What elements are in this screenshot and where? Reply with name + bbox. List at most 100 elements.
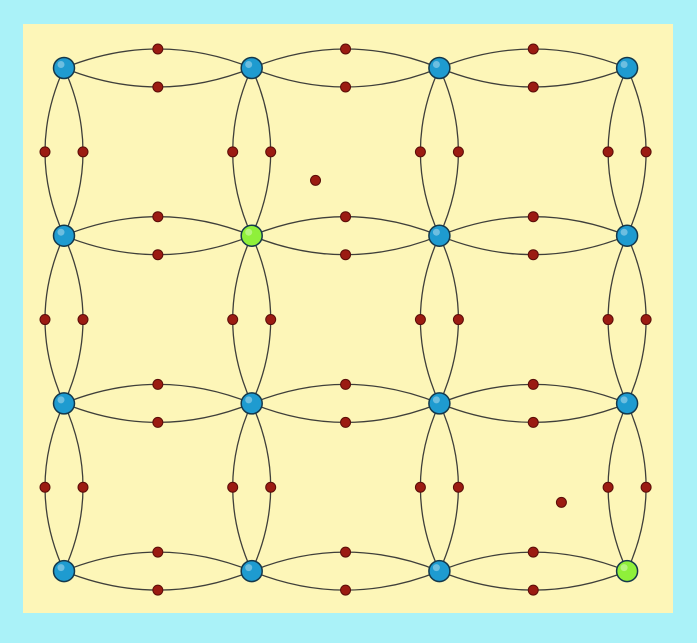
midpoint-h-r1-c0-1[interactable] bbox=[152, 249, 164, 261]
vertex-highlight bbox=[432, 396, 440, 404]
vertex-disc bbox=[428, 392, 451, 415]
midpoint-h-r2-c0-1[interactable] bbox=[152, 416, 164, 428]
midpoint-h-r1-c1-1[interactable] bbox=[340, 249, 352, 261]
midpoint-v-c1-r2-1[interactable] bbox=[265, 481, 277, 493]
vertex-r1-c3[interactable] bbox=[615, 224, 639, 247]
vertex-disc bbox=[52, 559, 76, 583]
midpoint-v-c2-r1-0[interactable] bbox=[414, 314, 426, 326]
vertex-layer bbox=[52, 56, 639, 583]
vertex-highlight bbox=[245, 564, 253, 572]
vertex-highlight bbox=[57, 61, 65, 68]
vertex-highlight bbox=[245, 61, 253, 68]
midpoint-h-r1-c1-0[interactable] bbox=[340, 211, 352, 223]
midpoint-h-r2-c1-0[interactable] bbox=[340, 378, 352, 390]
midpoint-v-c0-r2-0[interactable] bbox=[39, 481, 51, 493]
vertex-disc bbox=[240, 392, 263, 415]
board-background bbox=[23, 24, 673, 613]
vertex-r0-c0[interactable] bbox=[52, 56, 76, 80]
loose-point-layer bbox=[310, 174, 567, 508]
midpoint-h-r3-c2-0[interactable] bbox=[527, 546, 539, 558]
midpoint-v-c3-r1-0[interactable] bbox=[602, 314, 614, 326]
vertex-r1-c0[interactable] bbox=[52, 224, 76, 247]
midpoint-v-c2-r2-1[interactable] bbox=[452, 481, 464, 493]
midpoint-layer bbox=[39, 43, 652, 596]
vertex-highlight bbox=[57, 228, 65, 236]
vertex-disc bbox=[615, 224, 639, 247]
midpoint-h-r2-c0-0[interactable] bbox=[152, 378, 164, 390]
vertex-highlight bbox=[432, 228, 440, 236]
midpoint-v-c3-r1-1[interactable] bbox=[640, 314, 652, 326]
loose-point-1[interactable] bbox=[555, 496, 567, 508]
midpoint-v-c0-r1-0[interactable] bbox=[39, 314, 51, 326]
midpoint-h-r0-c1-1[interactable] bbox=[340, 81, 352, 93]
midpoint-v-c1-r1-1[interactable] bbox=[265, 314, 277, 326]
midpoint-v-c0-r0-1[interactable] bbox=[77, 146, 89, 158]
vertex-r3-c1[interactable] bbox=[240, 559, 263, 583]
vertex-highlight bbox=[620, 228, 628, 236]
vertex-highlight bbox=[245, 228, 253, 236]
midpoint-h-r3-c1-0[interactable] bbox=[340, 546, 352, 558]
vertex-highlight bbox=[620, 564, 628, 572]
midpoint-v-c1-r0-1[interactable] bbox=[265, 146, 277, 158]
vertex-r3-c3[interactable] bbox=[615, 559, 639, 583]
midpoint-v-c3-r0-1[interactable] bbox=[640, 146, 652, 158]
midpoint-h-r1-c0-0[interactable] bbox=[152, 211, 164, 223]
vertex-highlight bbox=[432, 564, 440, 572]
midpoint-h-r3-c0-1[interactable] bbox=[152, 584, 164, 596]
midpoint-v-c2-r2-0[interactable] bbox=[414, 481, 426, 493]
midpoint-v-c2-r0-1[interactable] bbox=[452, 146, 464, 158]
vertex-disc bbox=[240, 559, 263, 583]
midpoint-v-c0-r2-1[interactable] bbox=[77, 481, 89, 493]
midpoint-v-c2-r1-1[interactable] bbox=[452, 314, 464, 326]
vertex-disc bbox=[615, 392, 639, 415]
midpoint-h-r3-c0-0[interactable] bbox=[152, 546, 164, 558]
vertex-highlight bbox=[620, 61, 628, 68]
vertex-r1-c2[interactable] bbox=[428, 224, 451, 247]
vertex-r0-c1[interactable] bbox=[240, 56, 263, 80]
vertex-disc bbox=[428, 224, 451, 247]
vertex-disc bbox=[240, 56, 263, 80]
vertex-r1-c1[interactable] bbox=[240, 224, 263, 247]
midpoint-v-c1-r1-0[interactable] bbox=[227, 314, 239, 326]
midpoint-h-r0-c0-0[interactable] bbox=[152, 43, 164, 55]
midpoint-h-r0-c2-0[interactable] bbox=[527, 43, 539, 55]
midpoint-v-c1-r2-0[interactable] bbox=[227, 481, 239, 493]
vertex-r2-c3[interactable] bbox=[615, 392, 639, 415]
midpoint-h-r1-c2-0[interactable] bbox=[527, 211, 539, 223]
vertex-r0-c3[interactable] bbox=[615, 56, 639, 80]
loose-point-0[interactable] bbox=[310, 174, 322, 186]
midpoint-h-r0-c0-1[interactable] bbox=[152, 81, 164, 93]
vertex-disc bbox=[615, 56, 639, 80]
midpoint-v-c2-r0-0[interactable] bbox=[414, 146, 426, 158]
vertex-r0-c2[interactable] bbox=[428, 56, 451, 80]
vertex-disc bbox=[615, 559, 639, 583]
vertex-r3-c2[interactable] bbox=[428, 559, 451, 583]
vertex-disc bbox=[428, 559, 451, 583]
vertex-highlight bbox=[432, 61, 440, 68]
midpoint-h-r1-c2-1[interactable] bbox=[527, 249, 539, 261]
midpoint-v-c0-r1-1[interactable] bbox=[77, 314, 89, 326]
midpoint-h-r2-c1-1[interactable] bbox=[340, 416, 352, 428]
vertex-r2-c1[interactable] bbox=[240, 392, 263, 415]
vertex-disc bbox=[52, 56, 76, 80]
midpoint-v-c3-r2-1[interactable] bbox=[640, 481, 652, 493]
vertex-r3-c0[interactable] bbox=[52, 559, 76, 583]
midpoint-h-r0-c2-1[interactable] bbox=[527, 81, 539, 93]
vertex-r2-c0[interactable] bbox=[52, 392, 76, 415]
vertex-disc bbox=[52, 392, 76, 415]
vertex-highlight bbox=[57, 564, 65, 572]
vertex-r2-c2[interactable] bbox=[428, 392, 451, 415]
vertex-disc bbox=[428, 56, 451, 80]
midpoint-h-r2-c2-0[interactable] bbox=[527, 378, 539, 390]
midpoint-h-r3-c2-1[interactable] bbox=[527, 584, 539, 596]
vertex-disc bbox=[52, 224, 76, 247]
midpoint-v-c3-r2-0[interactable] bbox=[602, 481, 614, 493]
midpoint-v-c0-r0-0[interactable] bbox=[39, 146, 51, 158]
midpoint-h-r0-c1-0[interactable] bbox=[340, 43, 352, 55]
midpoint-h-r2-c2-1[interactable] bbox=[527, 416, 539, 428]
vertex-highlight bbox=[620, 396, 628, 404]
midpoint-h-r3-c1-1[interactable] bbox=[340, 584, 352, 596]
midpoint-v-c1-r0-0[interactable] bbox=[227, 146, 239, 158]
midpoint-v-c3-r0-0[interactable] bbox=[602, 146, 614, 158]
